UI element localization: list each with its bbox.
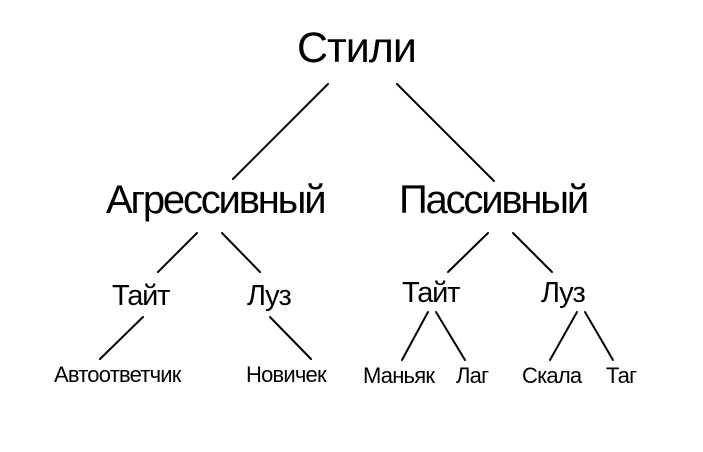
edge-root-aggressive — [232, 83, 329, 180]
leaf-maniac: Маньяк — [363, 363, 435, 388]
edge-root-passive — [396, 83, 495, 182]
node-root-styles: Стили — [297, 24, 417, 72]
node-aggressive-loose: Луз — [247, 280, 292, 312]
node-aggressive-tight: Тайт — [112, 280, 170, 312]
edge-passive-loose — [512, 232, 553, 273]
node-aggressive: Агрессивный — [106, 178, 327, 222]
leaf-tag: Таг — [606, 363, 637, 388]
node-passive-tight: Тайт — [402, 277, 460, 309]
leaf-autoresponder: Автоответчик — [54, 362, 181, 387]
leaf-novice: Новичек — [246, 362, 327, 387]
edge-pas-loose-rock — [549, 311, 578, 361]
edge-pas-tight-lag — [435, 311, 466, 361]
leaf-rock: Скала — [522, 363, 582, 388]
edge-aggressive-loose — [221, 232, 261, 273]
node-passive: Пассивный — [399, 178, 589, 222]
edge-passive-tight — [447, 232, 489, 273]
edge-agg-tight-autoresponder — [99, 316, 144, 360]
node-passive-loose: Луз — [541, 277, 586, 309]
edge-aggressive-tight — [157, 232, 198, 273]
edge-pas-loose-tag — [584, 311, 614, 361]
leaf-lag: Лаг — [456, 363, 489, 388]
edge-pas-tight-maniac — [401, 311, 429, 361]
edge-agg-loose-novice — [269, 316, 312, 360]
